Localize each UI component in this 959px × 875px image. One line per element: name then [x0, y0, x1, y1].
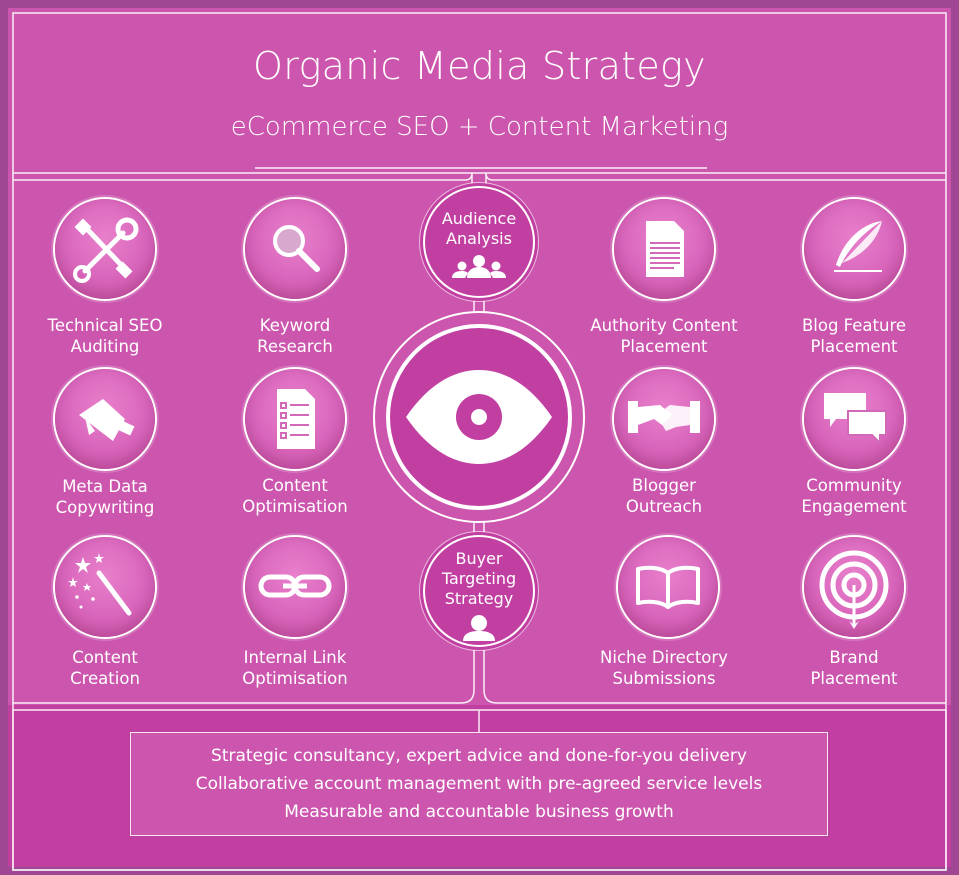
- magic-wand-icon: [68, 553, 132, 616]
- checklist-icon: [277, 389, 315, 449]
- group-icon: [452, 255, 506, 278]
- handshake-icon: [628, 401, 700, 433]
- authority-content-line2: Placement: [620, 337, 708, 356]
- audience-analysis-hub: Audience Analysis: [425, 188, 533, 296]
- keyword-research-label: Keyword Research: [200, 315, 390, 357]
- benefit-line: Strategic consultancy, expert advice and…: [211, 746, 747, 766]
- person-icon: [463, 615, 495, 641]
- buyer-targeting-line2: Targeting: [441, 569, 517, 588]
- authority-content-label: Authority Content Placement: [569, 315, 759, 357]
- content-creation-line2: Creation: [70, 669, 140, 688]
- open-book-icon: [636, 565, 700, 609]
- community-engagement-line1: Community: [806, 476, 902, 495]
- content-creation-label: Content Creation: [10, 647, 200, 689]
- meta-data-circle: [55, 369, 155, 469]
- eye-icon: [406, 370, 552, 464]
- content-creation-circle: [55, 537, 155, 637]
- blog-feature-line1: Blog Feature: [801, 316, 907, 335]
- community-engagement-circle: [804, 369, 904, 469]
- keyword-research-circle: [245, 199, 345, 299]
- megaphone-icon: [79, 399, 135, 441]
- internal-link-label: Internal Link Optimisation: [200, 647, 390, 689]
- blogger-outreach-label: Blogger Outreach: [569, 475, 759, 517]
- technical-seo-label: Technical SEO Auditing: [10, 315, 200, 357]
- eye-outer-ring: [373, 311, 585, 523]
- blog-feature-line2: Placement: [810, 337, 898, 356]
- niche-directory-label: Niche Directory Submissions: [569, 647, 759, 689]
- target-icon: [819, 550, 889, 629]
- blog-feature-label: Blog Feature Placement: [759, 315, 949, 357]
- benefit-line: Measurable and accountable business grow…: [284, 802, 674, 822]
- document-icon: [646, 221, 684, 277]
- blogger-outreach-circle: [614, 369, 714, 469]
- content-optimisation-line2: Optimisation: [242, 497, 348, 516]
- content-optimisation-line1: Content: [262, 476, 328, 495]
- niche-directory-line1: Niche Directory: [600, 648, 728, 667]
- magnifier-icon: [273, 225, 320, 272]
- eye-circle: [386, 324, 572, 510]
- meta-data-label: Meta Data Copywriting: [10, 476, 200, 518]
- wrench-screwdriver-icon: [73, 217, 139, 283]
- internal-link-line2: Optimisation: [242, 669, 348, 688]
- technical-seo-line1: Technical SEO: [47, 316, 163, 335]
- blogger-outreach-line2: Outreach: [625, 497, 703, 516]
- internal-link-line1: Internal Link: [243, 648, 347, 667]
- technical-seo-circle: [55, 199, 155, 299]
- buyer-targeting-line3: Strategy: [444, 589, 514, 608]
- community-engagement-line2: Engagement: [801, 497, 907, 516]
- content-creation-line1: Content: [72, 648, 138, 667]
- content-optimisation-circle: [245, 369, 345, 469]
- brand-placement-line1: Brand: [829, 648, 879, 667]
- authority-content-line1: Authority Content: [590, 316, 738, 335]
- brand-placement-circle: [804, 537, 904, 637]
- keyword-research-line2: Research: [257, 337, 333, 356]
- brand-placement-label: Brand Placement: [759, 647, 949, 689]
- speech-bubbles-icon: [824, 393, 887, 446]
- internal-link-circle: [245, 537, 345, 637]
- blog-feature-circle: [804, 199, 904, 299]
- benefit-line: Collaborative account management with pr…: [195, 774, 763, 794]
- authority-content-circle: [614, 199, 714, 299]
- meta-data-line1: Meta Data: [62, 477, 148, 496]
- blogger-outreach-line1: Blogger: [632, 476, 696, 495]
- meta-data-line2: Copywriting: [55, 498, 155, 517]
- content-optimisation-label: Content Optimisation: [200, 475, 390, 517]
- page-title: Organic Media Strategy: [253, 44, 706, 88]
- technical-seo-line2: Auditing: [70, 337, 140, 356]
- brand-placement-line2: Placement: [810, 669, 898, 688]
- keyword-research-line1: Keyword: [259, 316, 331, 335]
- audience-analysis-line2: Analysis: [446, 229, 512, 248]
- community-engagement-label: Community Engagement: [759, 475, 949, 517]
- niche-directory-line2: Submissions: [612, 669, 716, 688]
- page-subtitle: eCommerce SEO + Content Marketing: [230, 112, 729, 142]
- benefits-box: Strategic consultancy, expert advice and…: [130, 732, 828, 836]
- chain-link-icon: [258, 574, 332, 598]
- quill-icon: [834, 221, 882, 272]
- niche-directory-circle: [618, 537, 718, 637]
- buyer-targeting-hub: Buyer Targeting Strategy: [425, 537, 533, 645]
- audience-analysis-line1: Audience: [441, 209, 517, 228]
- buyer-targeting-line1: Buyer: [455, 549, 503, 568]
